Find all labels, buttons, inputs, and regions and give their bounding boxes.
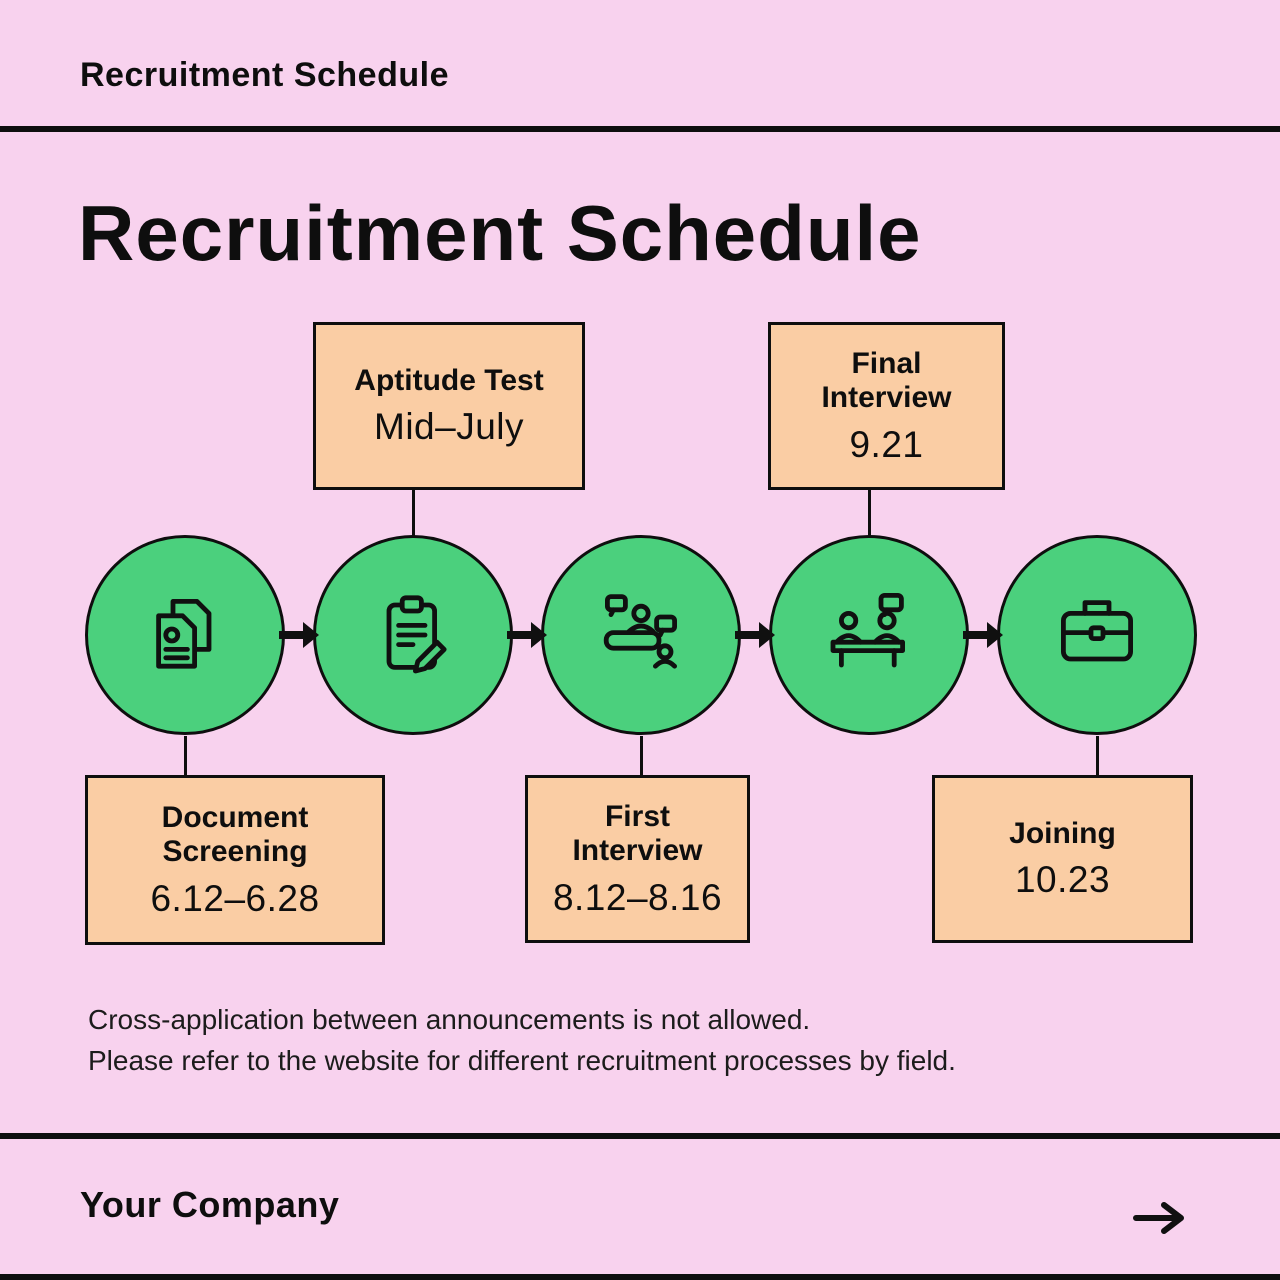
interview-chat-icon xyxy=(603,594,677,669)
company-name: Your Company xyxy=(80,1184,340,1225)
connector-line xyxy=(412,488,415,538)
step-circle-document-screening xyxy=(85,535,285,735)
note-line-2: Please refer to the website for differen… xyxy=(88,1044,956,1076)
callout-date: Mid–July xyxy=(374,406,524,448)
callout-aptitude-test: Aptitude Test Mid–July xyxy=(313,322,585,490)
meeting-icon xyxy=(830,593,905,668)
callout-date: 10.23 xyxy=(1014,859,1111,901)
documents-icon xyxy=(156,599,212,669)
callout-label: Final Interview xyxy=(821,346,952,415)
callout-document-screening: Document Screening 6.12–6.28 xyxy=(85,775,385,945)
callout-joining: Joining 10.23 xyxy=(932,775,1193,943)
callout-label: Joining xyxy=(1009,816,1116,850)
callout-date: 8.12–8.16 xyxy=(552,876,723,918)
clipboard-pencil-icon xyxy=(386,595,447,674)
callout-label: First Interview xyxy=(572,799,703,868)
step-circle-joining xyxy=(997,535,1197,735)
callout-date: 6.12–6.28 xyxy=(150,877,320,919)
callout-date: 9.21 xyxy=(849,423,924,465)
header-title: Recruitment Schedule xyxy=(80,56,449,94)
bottom-divider xyxy=(0,1133,1280,1139)
connector-line xyxy=(868,488,871,538)
callout-first-interview: First Interview 8.12–8.16 xyxy=(525,775,750,943)
callout-label: Document Screening xyxy=(161,800,309,869)
top-divider xyxy=(0,126,1280,132)
note-line-1: Cross-application between announcements … xyxy=(88,1004,811,1035)
bottom-edge-line xyxy=(0,1274,1280,1280)
arrow-right-icon[interactable] xyxy=(1132,1200,1188,1236)
briefcase-icon xyxy=(1061,600,1133,662)
notes: Cross-application between announcements … xyxy=(88,1000,956,1081)
callout-final-interview: Final Interview 9.21 xyxy=(768,322,1005,490)
connector-line xyxy=(1096,736,1099,777)
step-circle-aptitude-test xyxy=(313,535,513,735)
callout-label: Aptitude Test xyxy=(354,363,544,397)
flow-arrow-icon xyxy=(507,622,547,648)
connector-line xyxy=(184,736,187,777)
flow-arrow-icon xyxy=(735,622,775,648)
step-circle-final-interview xyxy=(769,535,969,735)
flow-arrow-icon xyxy=(963,622,1003,648)
page-title: Recruitment Schedule xyxy=(78,189,922,277)
step-circle-first-interview xyxy=(541,535,741,735)
connector-line xyxy=(640,736,643,777)
flow-arrow-icon xyxy=(279,622,319,648)
